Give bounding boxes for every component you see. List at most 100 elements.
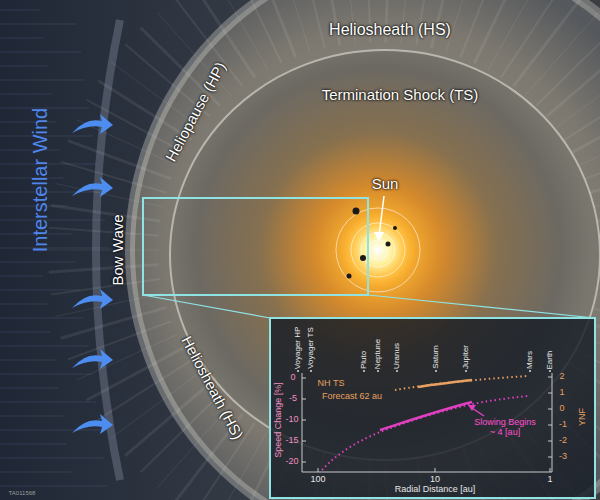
background-streak: [0, 430, 100, 431]
background-streak: [0, 402, 96, 403]
streak: [565, 80, 600, 139]
planet-label: Uranus: [393, 343, 402, 369]
background-streak: [0, 24, 77, 25]
background-streak: [0, 388, 59, 389]
streak: [579, 120, 600, 166]
background-streak: [0, 290, 80, 291]
background-streak: [0, 458, 104, 459]
image-id: TA011568: [9, 490, 36, 497]
region-label: Termination Shock (TS): [322, 87, 479, 104]
planet-orbits: [336, 208, 420, 292]
background-streak: [0, 486, 108, 487]
background-streak: [0, 318, 84, 319]
slowing-pointer: [468, 405, 484, 416]
streak: [446, 0, 480, 52]
streak: [48, 250, 158, 251]
tick-label: 1: [547, 475, 552, 485]
streak: [233, 0, 281, 63]
streak: [61, 162, 167, 193]
object-label: Sun: [372, 176, 399, 193]
heliosheath-streaks: [48, 0, 600, 500]
planet-label: Voyager TS: [307, 327, 316, 369]
tick-label: 0: [290, 373, 295, 383]
tick-label: 100: [310, 475, 325, 485]
background-streak: [0, 262, 76, 263]
speed-data-curve: [380, 402, 472, 430]
tick-label: 1: [559, 388, 564, 398]
heliopause: [130, 0, 600, 500]
streak: [589, 162, 600, 193]
tick-label: -5: [289, 394, 297, 404]
background-streak: [0, 444, 67, 445]
streak: [501, 0, 563, 78]
tick-label: -20: [285, 457, 298, 467]
background-streak: [0, 80, 85, 81]
streak: [68, 141, 171, 179]
planet-label: Voyager HP: [294, 326, 303, 369]
streak: [254, 0, 295, 57]
background-streak: [0, 94, 52, 95]
tick-label: 10: [430, 475, 440, 485]
background-streak: [0, 374, 92, 375]
axis-title: YNF: [578, 408, 588, 426]
background-streak: [0, 346, 88, 347]
streak: [213, 0, 268, 70]
background-streak: [0, 52, 81, 53]
background-streak: [0, 304, 47, 305]
streak: [276, 0, 310, 52]
curve-label: Slowing Begins ~ 4 [au]: [471, 418, 539, 438]
wind-arrows: [72, 114, 113, 434]
planet-label: Neptune: [374, 339, 383, 369]
streak: [474, 0, 522, 63]
tick-label: 0: [559, 404, 564, 414]
streak: [68, 321, 171, 359]
streak: [77, 120, 177, 166]
background-streak: [0, 220, 105, 221]
region-label: Bow Wave: [110, 214, 127, 285]
streak: [585, 141, 600, 179]
background-streak: [0, 472, 71, 473]
ynf-data-curve: [418, 380, 472, 387]
planet-label: Earth: [546, 350, 555, 369]
planet-ticks: [297, 370, 551, 372]
streak: [87, 348, 184, 401]
streak: [572, 100, 600, 153]
inset-panel: [270, 318, 595, 498]
streak: [593, 183, 600, 206]
region-label: Heliosheath (HS): [329, 21, 451, 39]
axis-title: Radial Distance [au]: [395, 485, 476, 495]
planets: [347, 208, 398, 279]
axis-title: Speed Change [%]: [274, 382, 284, 458]
planet-label: Mars: [526, 351, 535, 369]
streak: [556, 62, 600, 128]
curve-label: NH TS: [318, 379, 345, 389]
streak: [536, 28, 600, 106]
inset-axes: [302, 373, 552, 472]
tick-label: -10: [285, 415, 298, 425]
streak: [547, 44, 600, 116]
background-streak: [0, 66, 48, 67]
tick-label: -1: [559, 420, 567, 430]
background-streak: [0, 38, 44, 39]
streak: [298, 0, 325, 48]
zoom-lines: [143, 295, 595, 318]
background-streak: [0, 332, 51, 333]
tick-label: -3: [559, 452, 567, 462]
planet-label: Saturn: [432, 345, 441, 369]
background-streak: [0, 10, 40, 11]
background-streak: [0, 416, 63, 417]
wind-label: Interstellar Wind: [29, 108, 51, 253]
planet-label: Jupiter: [462, 345, 471, 369]
planet-label: Pluto: [360, 351, 369, 369]
background-streak: [0, 276, 43, 277]
sun-glow: [338, 210, 418, 290]
curve-label: Forecast 62 au: [322, 392, 382, 402]
zoom-box: [143, 198, 368, 295]
tick-label: 2: [559, 372, 564, 382]
tick-label: -15: [285, 436, 298, 446]
tick-label: -2: [559, 436, 567, 446]
background-streak: [0, 360, 55, 361]
sun-pointer: [374, 196, 384, 242]
ynf-forecast-curve: [395, 376, 528, 390]
